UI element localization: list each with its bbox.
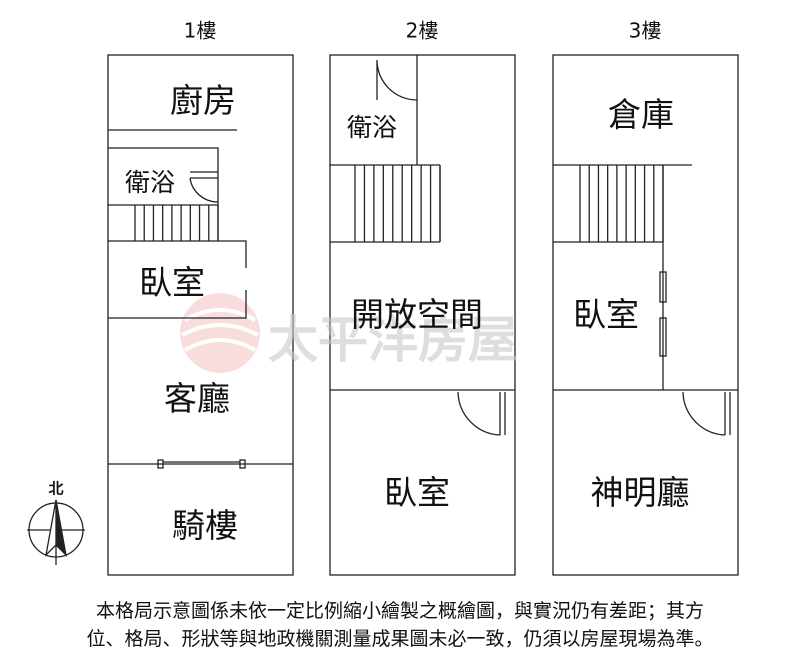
room-shrine-hall: 神明廳 [590,473,690,512]
floor-3-stairs [579,165,664,242]
disclaimer-line-2: 位、格局、形狀等與地政機關測量成果圖未必一致，仍須以房屋現場為準。 [86,628,714,650]
floor-2-title: 2樓 [405,18,439,43]
room-arcade: 騎樓 [172,506,238,545]
room-bedroom-3f: 臥室 [573,295,639,334]
room-bathroom-1f: 衛浴 [124,168,176,197]
compass-north-label: 北 [48,479,64,498]
room-bedroom-2f: 臥室 [384,473,450,512]
floor-3-title: 3樓 [628,18,662,43]
room-living-room: 客廳 [164,379,230,418]
floor-1-title: 1樓 [183,18,217,43]
north-compass-icon [27,499,85,565]
floor-1-walls [107,54,294,576]
room-kitchen: 廚房 [170,81,236,120]
room-open-space: 開放空間 [351,295,483,334]
room-storage: 倉庫 [608,95,674,134]
disclaimer-line-1: 本格局示意圖係未依一定比例縮小繪製之概繪圖，與實況仍有差距；其方 [95,600,704,622]
floor-1-stairs [134,205,219,241]
floor-2-walls [329,54,516,576]
watermark-text: 太平洋房屋 [268,310,518,369]
floor-2-stairs [354,165,441,242]
watermark-logo-icon [180,293,260,373]
room-bedroom-1f: 臥室 [139,263,205,302]
room-bathroom-2f: 衛浴 [346,113,398,142]
